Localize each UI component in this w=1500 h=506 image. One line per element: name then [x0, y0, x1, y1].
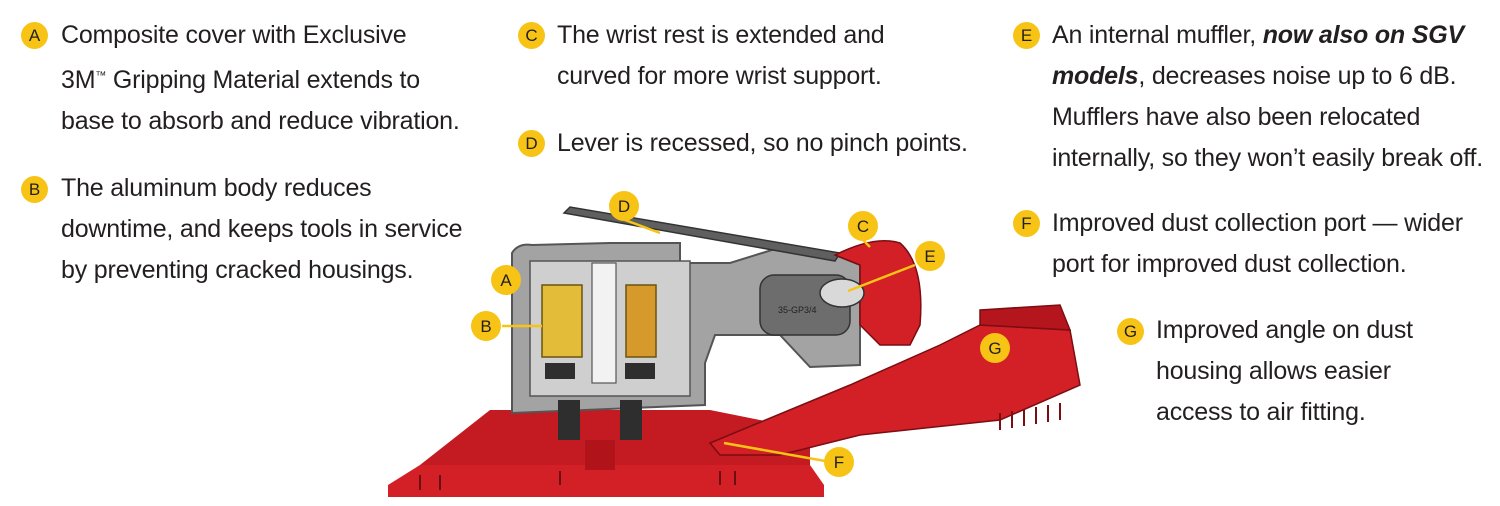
callout-c-line-1: The wrist rest is extended and — [557, 21, 885, 49]
svg-text:A: A — [500, 271, 512, 290]
callout-e-line-2-rest: , decreases noise up to 6 dB. — [1138, 62, 1457, 90]
callout-a-badge: A — [21, 22, 48, 49]
callout-c-text: The wrist rest is extended and curved fo… — [557, 15, 885, 97]
svg-text:C: C — [857, 217, 869, 236]
diagram-label-b: B — [471, 311, 501, 341]
callout-f-text: Improved dust collection port — wider po… — [1052, 203, 1463, 285]
svg-text:D: D — [618, 197, 630, 216]
callout-b-line-1: The aluminum body reduces — [61, 174, 372, 202]
callout-a-line-2: 3M™ Gripping Material extends to — [61, 56, 460, 101]
grip-block-left — [541, 284, 583, 358]
muffler — [819, 278, 865, 308]
callout-a-line-2-rest: Gripping Material extends to — [106, 66, 420, 94]
callout-b-line-2: downtime, and keeps tools in service — [61, 215, 463, 243]
leader-lines — [502, 218, 916, 463]
callout-e-line-4: internally, so they won’t easily break o… — [1052, 144, 1483, 172]
spindle — [591, 262, 617, 384]
callout-e-intro: An internal muffler, — [1052, 21, 1263, 49]
diagram-label-a: A — [491, 265, 521, 295]
callout-a-line-1: Composite cover with Exclusive — [61, 21, 407, 49]
callout-d-badge: D — [518, 130, 545, 157]
callout-d-line-1: Lever is recessed, so no pinch points. — [557, 129, 968, 157]
callout-g-line-1: Improved angle on dust — [1156, 316, 1413, 344]
pad-hub — [585, 440, 615, 470]
callout-e-line-1: An internal muffler, now also on SGV — [1052, 15, 1483, 56]
callout-c-line-2: curved for more wrist support. — [557, 62, 882, 90]
callout-a-3m: 3M — [61, 66, 96, 94]
motor-serial: 35-GP3/4 — [778, 305, 817, 315]
lower-shroud — [420, 410, 810, 465]
callout-e-emphasis-1: now also on SGV — [1262, 21, 1464, 49]
callout-b-text: The aluminum body reduces downtime, and … — [61, 168, 463, 291]
callout-g-text: Improved angle on dust housing allows ea… — [1156, 310, 1413, 433]
svg-text:B: B — [480, 317, 491, 336]
callout-e-emphasis-2: models — [1052, 62, 1139, 90]
callout-a-line-3: base to absorb and reduce vibration. — [61, 107, 460, 135]
callout-e-badge: E — [1013, 22, 1040, 49]
callout-g-line-2: housing allows easier — [1156, 357, 1391, 385]
svg-text:E: E — [924, 247, 935, 266]
pad-pins — [419, 471, 736, 490]
diagram-label-e: E — [915, 241, 945, 271]
callout-a-text: Composite cover with Exclusive 3M™ Gripp… — [61, 15, 460, 142]
callout-f-badge: F — [1013, 210, 1040, 237]
svg-text:G: G — [988, 339, 1001, 358]
sanding-pad — [388, 465, 824, 497]
svg-text:F: F — [834, 453, 844, 472]
bearings — [545, 363, 655, 440]
grip-block-right — [625, 284, 657, 358]
tube-ribs — [999, 403, 1061, 430]
callout-e-line-3: Mufflers have also been relocated — [1052, 103, 1421, 131]
callout-f-line-2: port for improved dust collection. — [1052, 250, 1407, 278]
callout-g-line-3: access to air fitting. — [1156, 398, 1366, 426]
callout-b-line-3: by preventing cracked housings. — [61, 256, 414, 284]
callout-b-badge: B — [21, 176, 48, 203]
callout-g-badge: G — [1117, 318, 1144, 345]
diagram-label-d: D — [609, 191, 639, 221]
callout-e-text: An internal muffler, now also on SGV mod… — [1052, 15, 1483, 179]
air-fitting — [979, 304, 1072, 331]
diagram-label-c: C — [848, 211, 878, 241]
callout-d-text: Lever is recessed, so no pinch points. — [557, 123, 968, 164]
callout-e-line-2: models, decreases noise up to 6 dB. — [1052, 56, 1483, 97]
callout-f-line-1: Improved dust collection port — wider — [1052, 209, 1463, 237]
sander-cutaway-diagram: 35-GP3/4 A B C D E F — [388, 191, 1081, 497]
callout-c-badge: C — [518, 22, 545, 49]
trademark-symbol: ™ — [95, 70, 107, 82]
diagram-label-g: G — [980, 333, 1010, 363]
diagram-label-f: F — [824, 447, 854, 477]
